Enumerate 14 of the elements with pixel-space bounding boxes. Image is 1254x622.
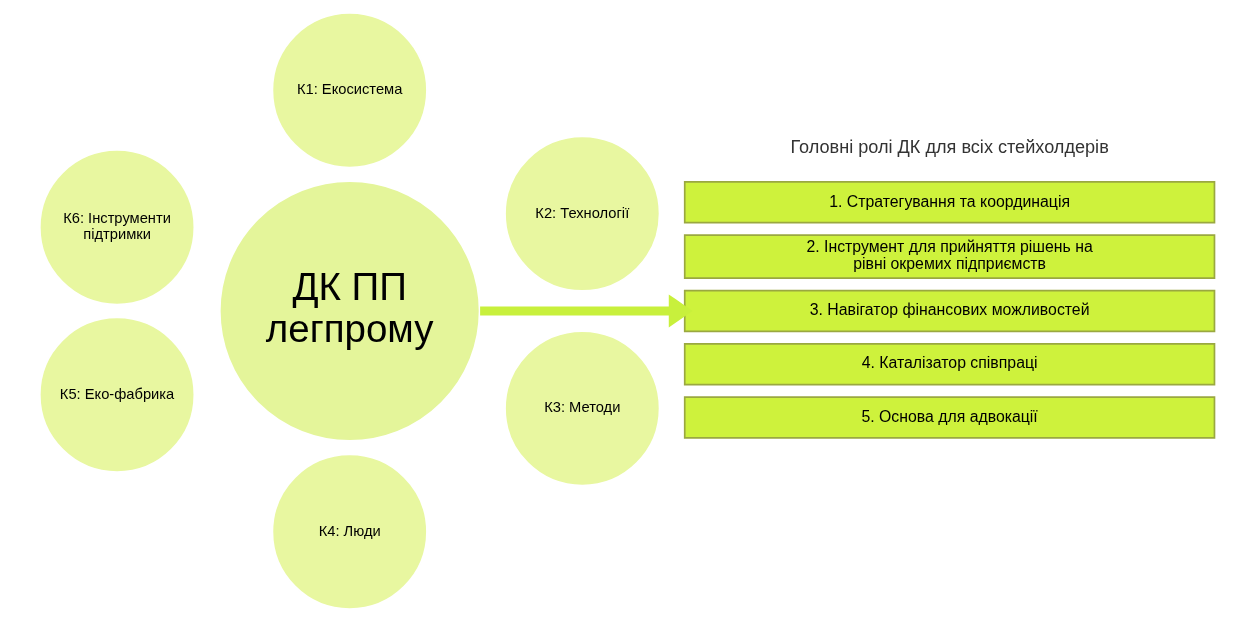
node-circle: К3: Методи [503, 329, 661, 487]
node-box: 2. Інструмент для прийняття рішень на рівні окремих підприємств [683, 234, 1216, 280]
node-circle: К5: Еко-фабрика [38, 316, 196, 474]
node-box: 3. Навігатор фінансових можливостей [683, 289, 1216, 333]
node-circle: ДК ПП легпрому [218, 179, 481, 443]
node-box: 4. Каталізатор співпраці [683, 342, 1216, 386]
node-box: 1. Стратегування та координація [683, 181, 1216, 224]
node-circle: К4: Люди [271, 453, 429, 611]
arrow [480, 294, 693, 328]
label: Головні ролі ДК для всіх стейхолдерів [790, 137, 1109, 158]
node-circle: К2: Технології [503, 135, 661, 293]
node-circle: К6: Інструменти підтримки [38, 148, 196, 306]
node-box: 5. Основа для адвокації [683, 396, 1216, 439]
node-circle: К1: Екосистема [271, 11, 429, 169]
